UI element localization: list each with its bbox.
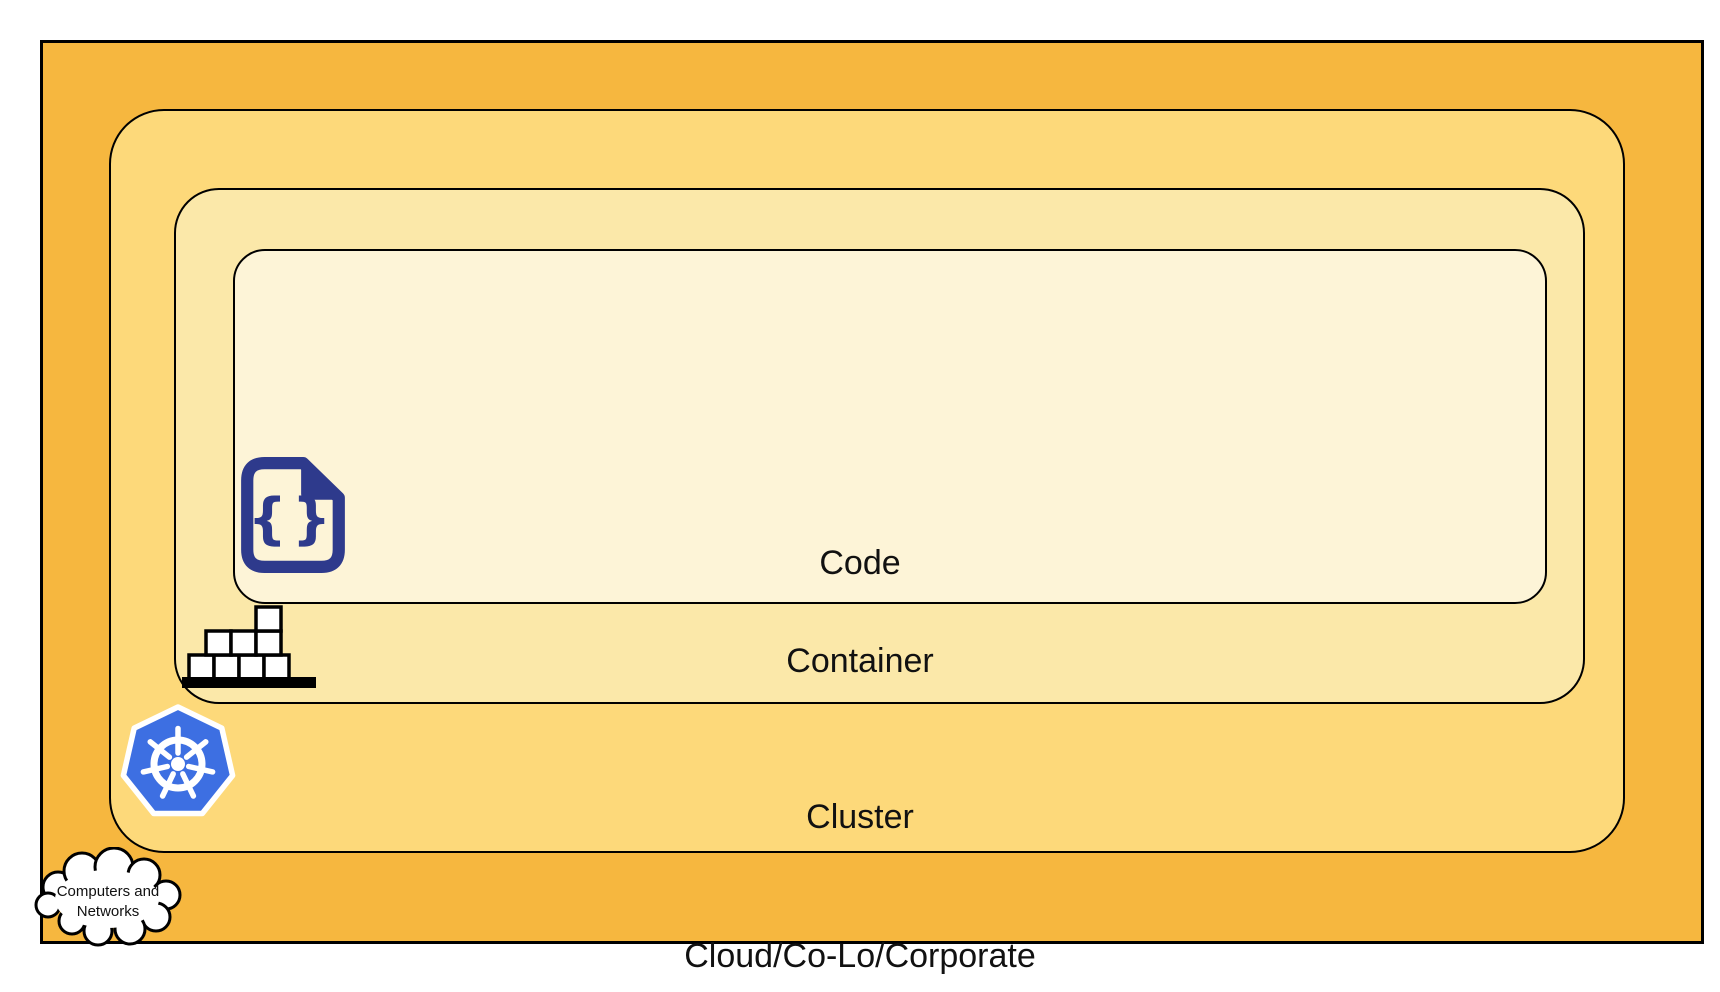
code-layer-label: Code: [819, 544, 901, 582]
cluster-layer-box: [109, 109, 1625, 853]
cloud-label-line1: Computers and: [57, 883, 160, 900]
code-file-outline: [241, 457, 345, 573]
cloud-icon: Computers and Networks: [34, 847, 182, 947]
code-file-folded-corner: [301, 461, 341, 500]
cloud-label-line2: Networks: [77, 903, 140, 920]
container-dock-bar: [182, 677, 316, 688]
cloud-body: [55, 870, 159, 928]
stacked-containers-icon: [182, 605, 316, 688]
container-layer-label: Container: [786, 642, 934, 680]
container-blocks: [187, 605, 291, 681]
code-layer-box: [233, 249, 1547, 604]
kubernetes-helm-icon: [120, 704, 236, 817]
container-layer-box: [174, 188, 1585, 704]
code-braces-glyph: {}: [248, 486, 336, 550]
cluster-layer-label: Cluster: [806, 798, 914, 836]
datacenter-layer-label: Cloud/Co-Lo/Corporate Datacenter: [0, 864, 1720, 992]
datacenter-label-line1: Cloud/Co-Lo/Corporate: [684, 937, 1036, 975]
kubernetes-wheel: [140, 725, 216, 799]
code-file-icon: {}: [241, 457, 345, 573]
datacenter-layer-box: [40, 40, 1704, 944]
